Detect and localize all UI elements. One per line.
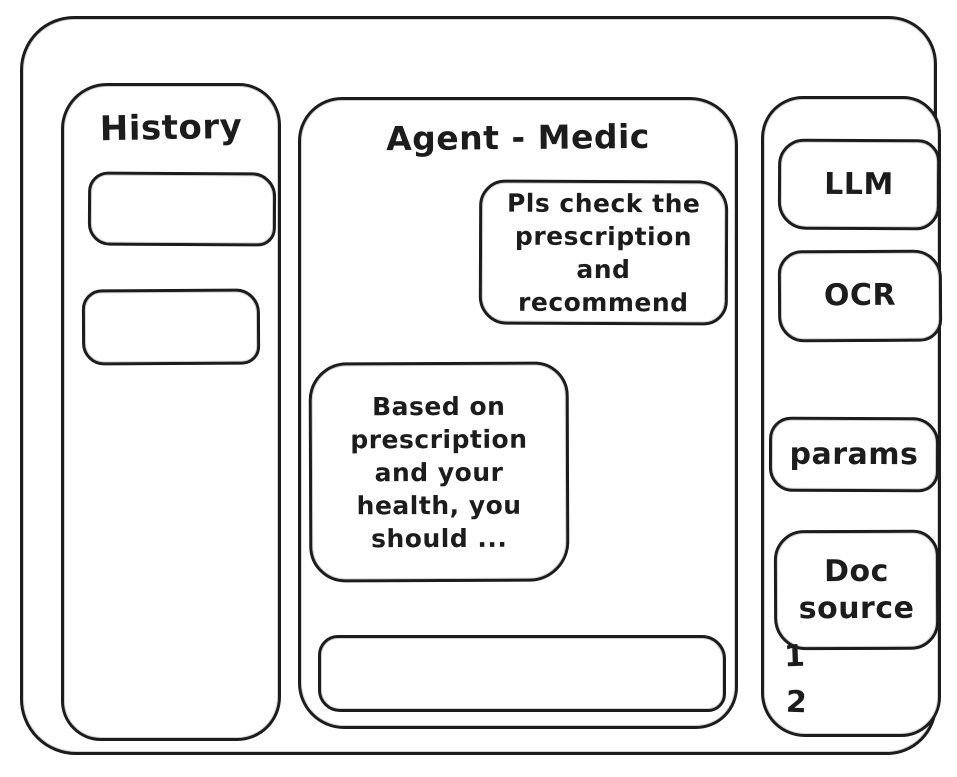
ocr-button[interactable]: OCR — [777, 249, 943, 343]
assistant-message-bubble: Based on prescription and your health, y… — [308, 361, 570, 583]
history-item-2[interactable] — [81, 288, 261, 366]
chat-panel: Agent - Medic Pls check the prescription… — [298, 97, 738, 729]
history-panel: History — [61, 83, 281, 741]
doc-source-item-2[interactable]: 2 — [785, 684, 808, 721]
history-item-1[interactable] — [87, 171, 277, 247]
llm-button[interactable]: LLM — [777, 138, 941, 231]
user-message-bubble: Pls check the prescription and recommend — [478, 179, 729, 326]
tools-panel: LLM OCR params Doc source 1 2 — [761, 96, 943, 737]
params-button[interactable]: params — [768, 416, 940, 493]
doc-source-button[interactable]: Doc source — [773, 529, 940, 651]
chat-panel-title: Agent - Medic — [385, 116, 651, 159]
doc-source-item-1[interactable]: 1 — [783, 638, 806, 675]
app-frame: History Agent - Medic Pls check the pres… — [20, 16, 943, 755]
chat-input[interactable] — [318, 635, 726, 712]
history-panel-title: History — [99, 106, 243, 150]
